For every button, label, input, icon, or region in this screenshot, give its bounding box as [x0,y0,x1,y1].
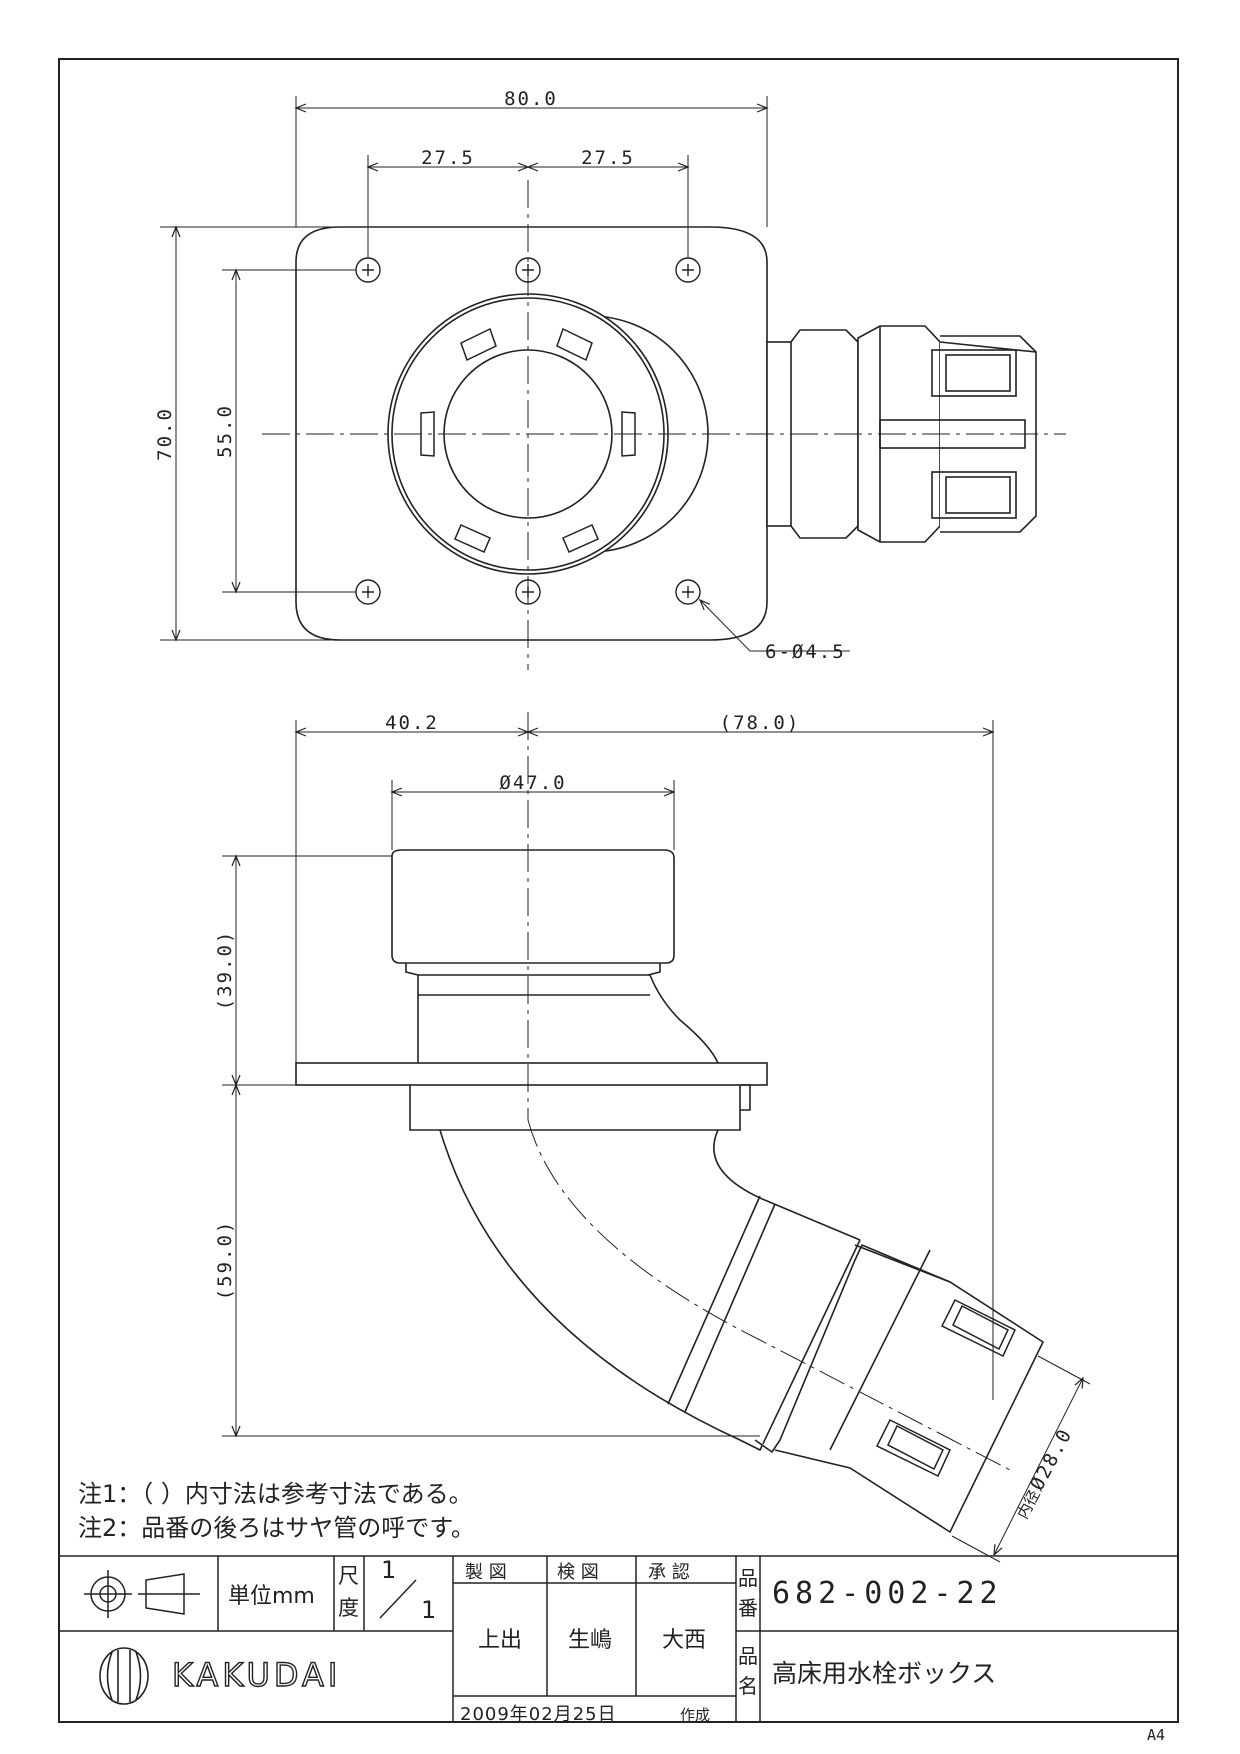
created-label: 作成 [680,1706,711,1724]
dim-side-right: (78.0) [720,712,801,734]
brand-name: KAKUDAI [171,1655,342,1694]
scale-label-1: 尺 [338,1564,359,1588]
centerlines-top [262,180,1066,670]
dim-pitch-right: 27.5 [581,147,635,169]
side-cap [391,849,675,964]
dim-upper-height: (39.0) [214,930,236,1011]
dim-height-inner: 55.0 [214,404,236,458]
approved-by: 大西 [662,1628,707,1653]
note-2: 注2：品番の後ろはサヤ管の呼です。 [78,1514,475,1542]
side-view [295,712,1045,1534]
side-body [417,974,719,1064]
dim-inner-diameter: 内径 Ø28.0 [1014,1424,1077,1522]
scale-label-2: 度 [338,1596,359,1620]
dim-pitch-left: 27.5 [421,147,475,169]
note-1: 注1：（ ）内寸法は参考寸法である。 [78,1480,473,1508]
sheet-border [58,58,1179,1723]
side-dimensions [222,720,1091,1563]
projection-symbol [84,1570,200,1618]
side-flange [295,1062,768,1086]
drawn-label: 製 図 [465,1562,507,1583]
dim-cap-diameter: Ø47.0 [499,772,566,794]
name-label-2: 名 [738,1674,758,1698]
dim-height-outer: 70.0 [154,407,176,461]
dim-inner-diameter-value: Ø28.0 [1026,1424,1077,1494]
name-label-1: 品 [738,1644,758,1668]
part-number: 682-002-22 [772,1576,1003,1611]
scale-denominator: 1 [421,1596,437,1624]
dim-side-left: 40.2 [385,712,439,734]
dim-top-width: 80.0 [504,88,558,110]
top-dimensions [160,96,850,652]
centerlines-side [527,712,1011,1471]
cap-slots [420,327,636,553]
approved-label: 承 認 [648,1562,690,1583]
checked-by: 生嶋 [568,1628,613,1653]
paper-size: A4 [1147,1726,1166,1744]
scale-numerator: 1 [381,1556,397,1584]
part-no-label-2: 番 [738,1596,758,1620]
drawn-by: 上出 [478,1628,523,1653]
product-name: 高床用水栓ボックス [772,1659,997,1688]
top-view [262,180,1066,670]
kakudai-logo [99,1647,149,1705]
checked-label: 検 図 [557,1562,599,1583]
date: 2009年02月25日 [460,1704,617,1725]
unit-label: 単位mm [228,1584,315,1609]
side-elbow [439,1129,861,1441]
part-no-label-1: 品 [738,1566,758,1590]
dim-lower-height: (59.0) [214,1220,236,1301]
title-block-grid [59,1555,1178,1722]
side-nut [754,1243,1045,1534]
dim-holes: 6-Ø4.5 [765,641,846,663]
flange-plate [295,226,768,641]
dim-inner-diameter-prefix: 内径 [1014,1487,1044,1522]
